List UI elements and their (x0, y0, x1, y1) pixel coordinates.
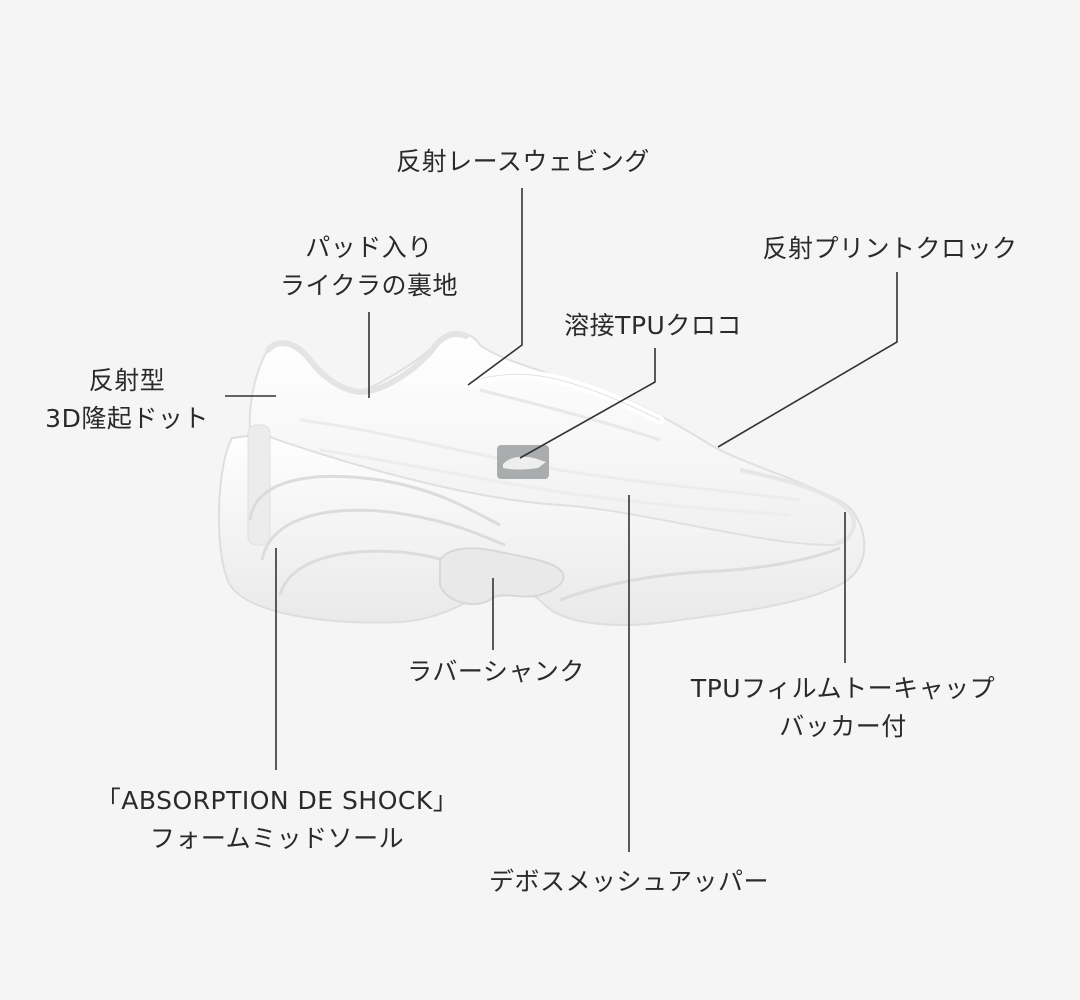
callout-welded-tpu-croc: 溶接TPUクロコ (564, 307, 742, 345)
callout-line: バッカー付 (779, 712, 907, 741)
callout-tpu-toe-cap: TPUフィルムトーキャップ バッカー付 (691, 670, 995, 746)
callout-line: パッド入り (305, 233, 433, 262)
callout-line: TPUフィルムトーキャップ (690, 674, 996, 703)
callout-line: ライクラの裏地 (279, 271, 459, 300)
callout-line: 3D隆起ドット (45, 404, 209, 433)
callout-line: 反射レースウェビング (396, 147, 650, 176)
heel-collar (265, 330, 469, 396)
callout-line: 「ABSORPTION DE SHOCK」 (95, 786, 459, 815)
callout-padded-lycra-lining: パッド入り ライクラの裏地 (280, 229, 458, 305)
callout-reflective-3d-dots: 反射型 3D隆起ドット (45, 362, 209, 438)
toe-cap (739, 468, 856, 545)
callout-foam-midsole: 「ABSORPTION DE SHOCK」 フォームミッドソール (96, 782, 458, 858)
leader-welded-tpu-croc (519, 348, 656, 459)
callout-line: 反射プリントクロック (762, 234, 1018, 263)
callout-reflective-print-croc: 反射プリントクロック (762, 230, 1017, 268)
callout-rubber-shank: ラバーシャンク (407, 653, 585, 691)
callout-debossed-mesh-upper: デボスメッシュアッパー (489, 863, 769, 901)
callout-line: ラバーシャンク (407, 657, 585, 686)
rubber-shank-window (439, 547, 565, 605)
callout-line: フォームミッドソール (149, 824, 405, 853)
callout-line: 溶接TPUクロコ (564, 311, 742, 340)
leader-reflective-lace-webbing (467, 188, 523, 386)
callout-line: デボスメッシュアッパー (488, 867, 770, 896)
leader-reflective-print-croc (717, 272, 898, 448)
callout-reflective-lace-webbing: 反射レースウェビング (396, 143, 650, 181)
callout-line: 反射型 (88, 366, 166, 395)
